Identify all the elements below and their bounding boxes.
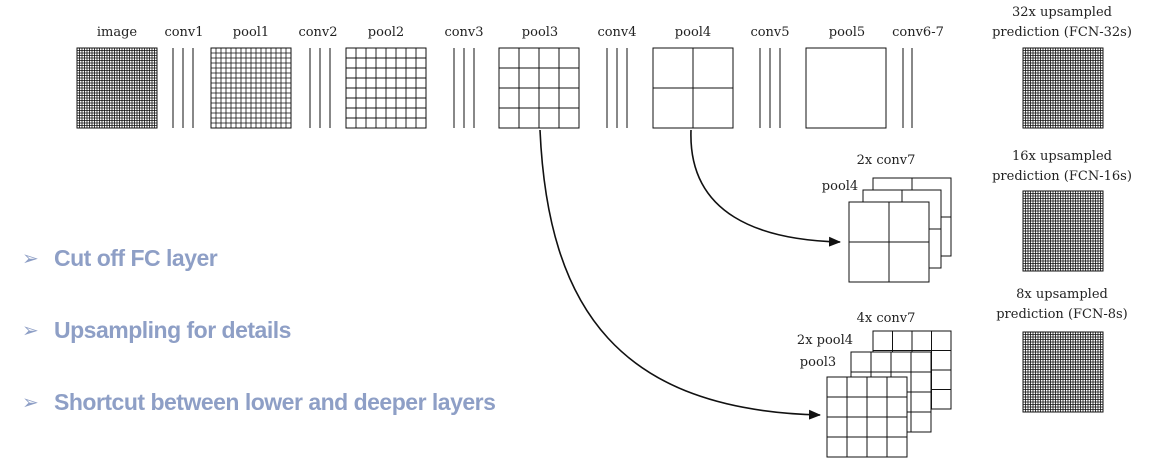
conv6-7-lines xyxy=(902,48,913,128)
bullet-item: ➢ Upsampling for details xyxy=(22,317,291,343)
label-2x-pool4-8s: 2x pool4 xyxy=(797,333,853,348)
grid-frame xyxy=(805,47,887,129)
pool4-front-grid xyxy=(848,201,930,283)
label-image: image xyxy=(97,25,138,40)
output-labels: 32x upsampled prediction (FCN-32s) 16x u… xyxy=(992,5,1132,322)
pool1-grid xyxy=(210,47,292,129)
grid-lines xyxy=(1023,191,1103,271)
label-pool2: pool2 xyxy=(368,25,404,40)
label-pool3: pool3 xyxy=(522,25,558,40)
grid-lines xyxy=(77,48,157,128)
label-conv6-7: conv6-7 xyxy=(892,25,944,40)
fcn16-fusion: 2x conv7 pool4 xyxy=(822,153,952,283)
bullet-text: Shortcut between lower and deeper layers xyxy=(54,389,495,415)
output-16s-line2: prediction (FCN-16s) xyxy=(992,169,1132,184)
arrow-bullet-icon: ➢ xyxy=(22,318,39,342)
conv2-lines xyxy=(309,48,331,128)
conv5-lines xyxy=(759,48,781,128)
image-grid xyxy=(76,47,158,129)
conv4-lines xyxy=(606,48,628,128)
grid-lines xyxy=(211,48,291,128)
grid-lines xyxy=(1023,332,1103,412)
label-conv1: conv1 xyxy=(164,25,203,40)
arrow-bullet-icon: ➢ xyxy=(22,390,39,414)
pool5-grid xyxy=(805,47,887,129)
prediction-fcn8s-grid xyxy=(1022,331,1104,413)
bullet-item: ➢ Cut off FC layer xyxy=(22,245,218,271)
bullet-item: ➢ Shortcut between lower and deeper laye… xyxy=(22,389,496,415)
bullet-text: Cut off FC layer xyxy=(54,245,218,271)
label-conv2: conv2 xyxy=(298,25,337,40)
label-4x-conv7-8s: 4x conv7 xyxy=(857,311,916,326)
label-conv4: conv4 xyxy=(597,25,636,40)
pool3-grid xyxy=(498,47,580,129)
label-pool3-8s: pool3 xyxy=(800,355,836,370)
label-pool4-16s: pool4 xyxy=(822,179,858,194)
feature-map-row xyxy=(76,47,913,129)
prediction-fcn16s-grid xyxy=(1022,190,1104,272)
prediction-fcn32s-grid xyxy=(1022,47,1104,129)
grid-lines xyxy=(346,48,426,128)
label-conv3: conv3 xyxy=(444,25,483,40)
label-pool4: pool4 xyxy=(675,25,711,40)
bullet-text: Upsampling for details xyxy=(54,317,291,343)
grid-lines xyxy=(653,48,733,128)
arrow-bullet-icon: ➢ xyxy=(22,246,39,270)
conv3-lines xyxy=(453,48,475,128)
layer-labels: image conv1 pool1 conv2 pool2 conv3 pool… xyxy=(97,25,944,40)
output-8s-line1: 8x upsampled xyxy=(1016,287,1108,302)
label-conv5: conv5 xyxy=(750,25,789,40)
grid-lines xyxy=(827,377,907,457)
label-pool5: pool5 xyxy=(829,25,865,40)
bullet-list: ➢ Cut off FC layer ➢ Upsampling for deta… xyxy=(22,245,496,415)
pool2-grid xyxy=(345,47,427,129)
fcn8-fusion: 4x conv7 2x pool4 pool3 xyxy=(797,311,952,458)
skip-arrow-pool3 xyxy=(539,129,821,420)
label-pool1: pool1 xyxy=(233,25,269,40)
grid-lines xyxy=(849,202,929,282)
pool3-front-grid-8s xyxy=(826,376,908,458)
grid-lines xyxy=(499,48,579,128)
skip-arrow-pool4 xyxy=(690,129,841,247)
pool4-grid xyxy=(652,47,734,129)
output-32s-line2: prediction (FCN-32s) xyxy=(992,25,1132,40)
conv1-lines xyxy=(172,48,194,128)
label-2x-conv7-16s: 2x conv7 xyxy=(857,153,916,168)
output-32s-line1: 32x upsampled xyxy=(1012,5,1112,20)
output-16s-line1: 16x upsampled xyxy=(1012,149,1112,164)
grid-lines xyxy=(1023,48,1103,128)
output-8s-line2: prediction (FCN-8s) xyxy=(996,307,1128,322)
